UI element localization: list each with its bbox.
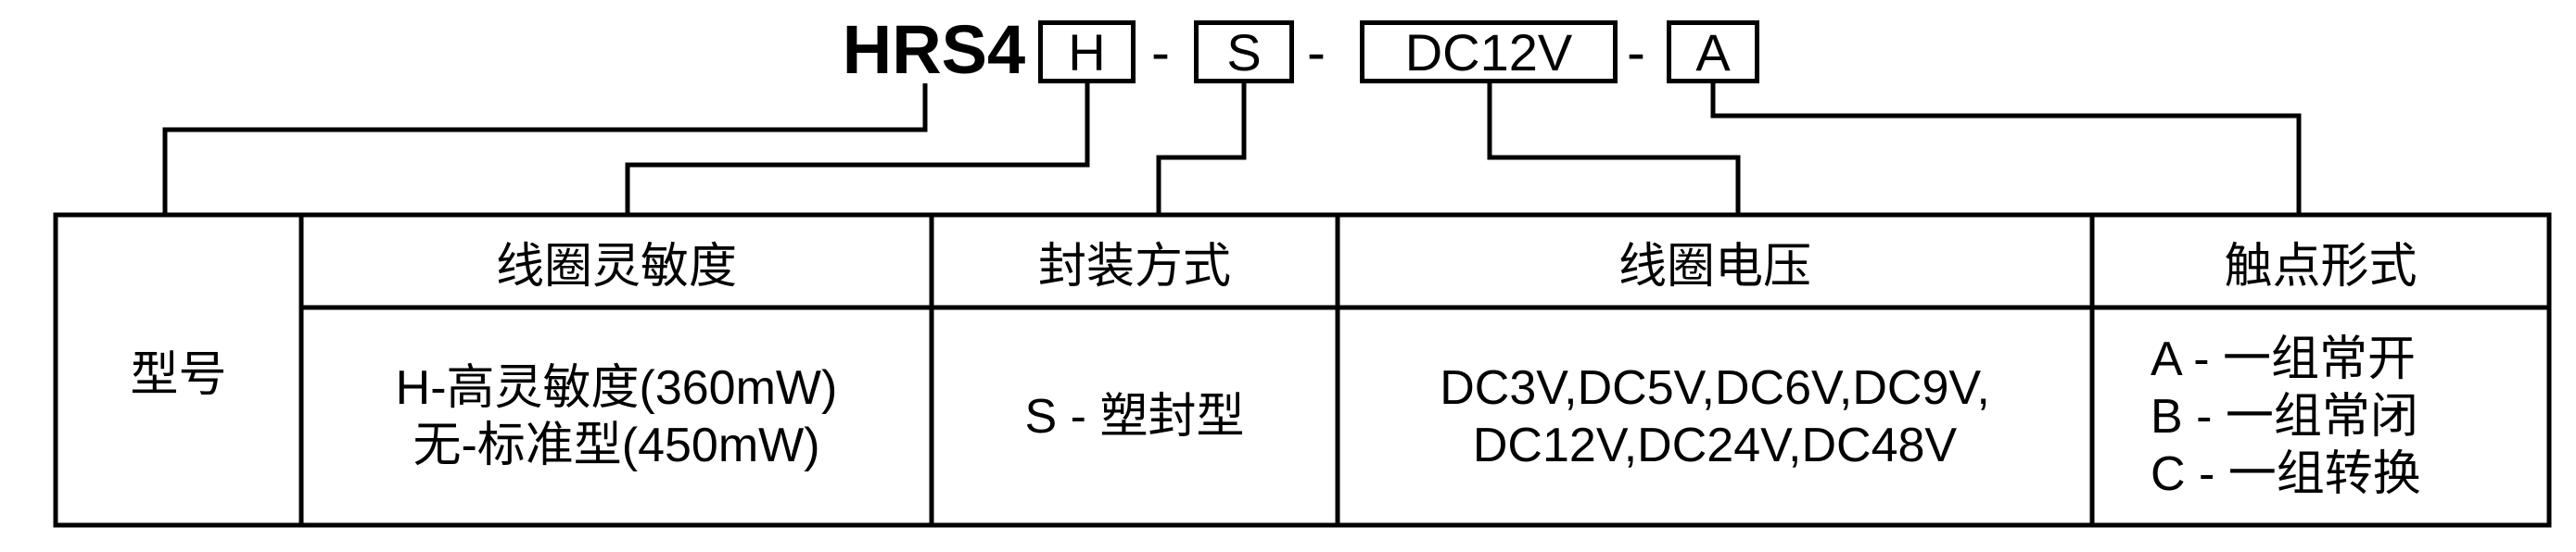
table-frame — [53, 212, 2552, 528]
header-package-type: 封装方式 — [1037, 239, 1231, 294]
code-separator: - — [1307, 20, 1326, 83]
connector-contact — [1710, 83, 2302, 215]
voltage-options-line-1: DC3V,DC5V,DC6V,DC9V, — [1440, 360, 1990, 415]
connector-package — [1156, 83, 1247, 215]
header-contact-form: 触点形式 — [2224, 239, 2417, 294]
code-box-voltage: DC12V — [1360, 20, 1618, 83]
model-prefix: HRS4 — [842, 10, 1026, 88]
contact-option-c: C - 一组转换 — [2151, 446, 2421, 501]
row-label-model: 型号 — [130, 348, 227, 402]
header-coil-sensitivity: 线圈灵敏度 — [495, 239, 737, 294]
connector-model — [162, 83, 928, 215]
code-box-contact: A — [1667, 20, 1759, 83]
sensitivity-option-high: H-高灵敏度(360mW) — [395, 360, 838, 415]
code-box-package: S — [1194, 20, 1294, 83]
contact-option-a: A - 一组常开 — [2151, 332, 2417, 386]
cell-package-options: S - 塑封型 — [932, 307, 1338, 525]
code-separator: - — [1627, 20, 1645, 83]
code-box-sensitivity: H — [1038, 20, 1136, 83]
voltage-options-line-2: DC12V,DC24V,DC48V — [1472, 418, 1958, 472]
cell-voltage-options: DC3V,DC5V,DC6V,DC9V, DC12V,DC24V,DC48V — [1338, 307, 2092, 525]
package-option-plastic: S - 塑封型 — [1024, 389, 1245, 444]
contact-option-b: B - 一组常闭 — [2151, 389, 2418, 444]
connector-sensitivity — [625, 83, 1090, 215]
header-coil-voltage: 线圈电压 — [1618, 239, 1811, 294]
connector-voltage — [1487, 83, 1741, 215]
cell-sensitivity-options: H-高灵敏度(360mW) 无-标准型(450mW) — [301, 307, 932, 525]
sensitivity-option-standard: 无-标准型(450mW) — [412, 418, 820, 472]
cell-contact-options: A - 一组常开 B - 一组常闭 C - 一组转换 — [2151, 307, 2540, 525]
code-separator: - — [1151, 20, 1170, 83]
